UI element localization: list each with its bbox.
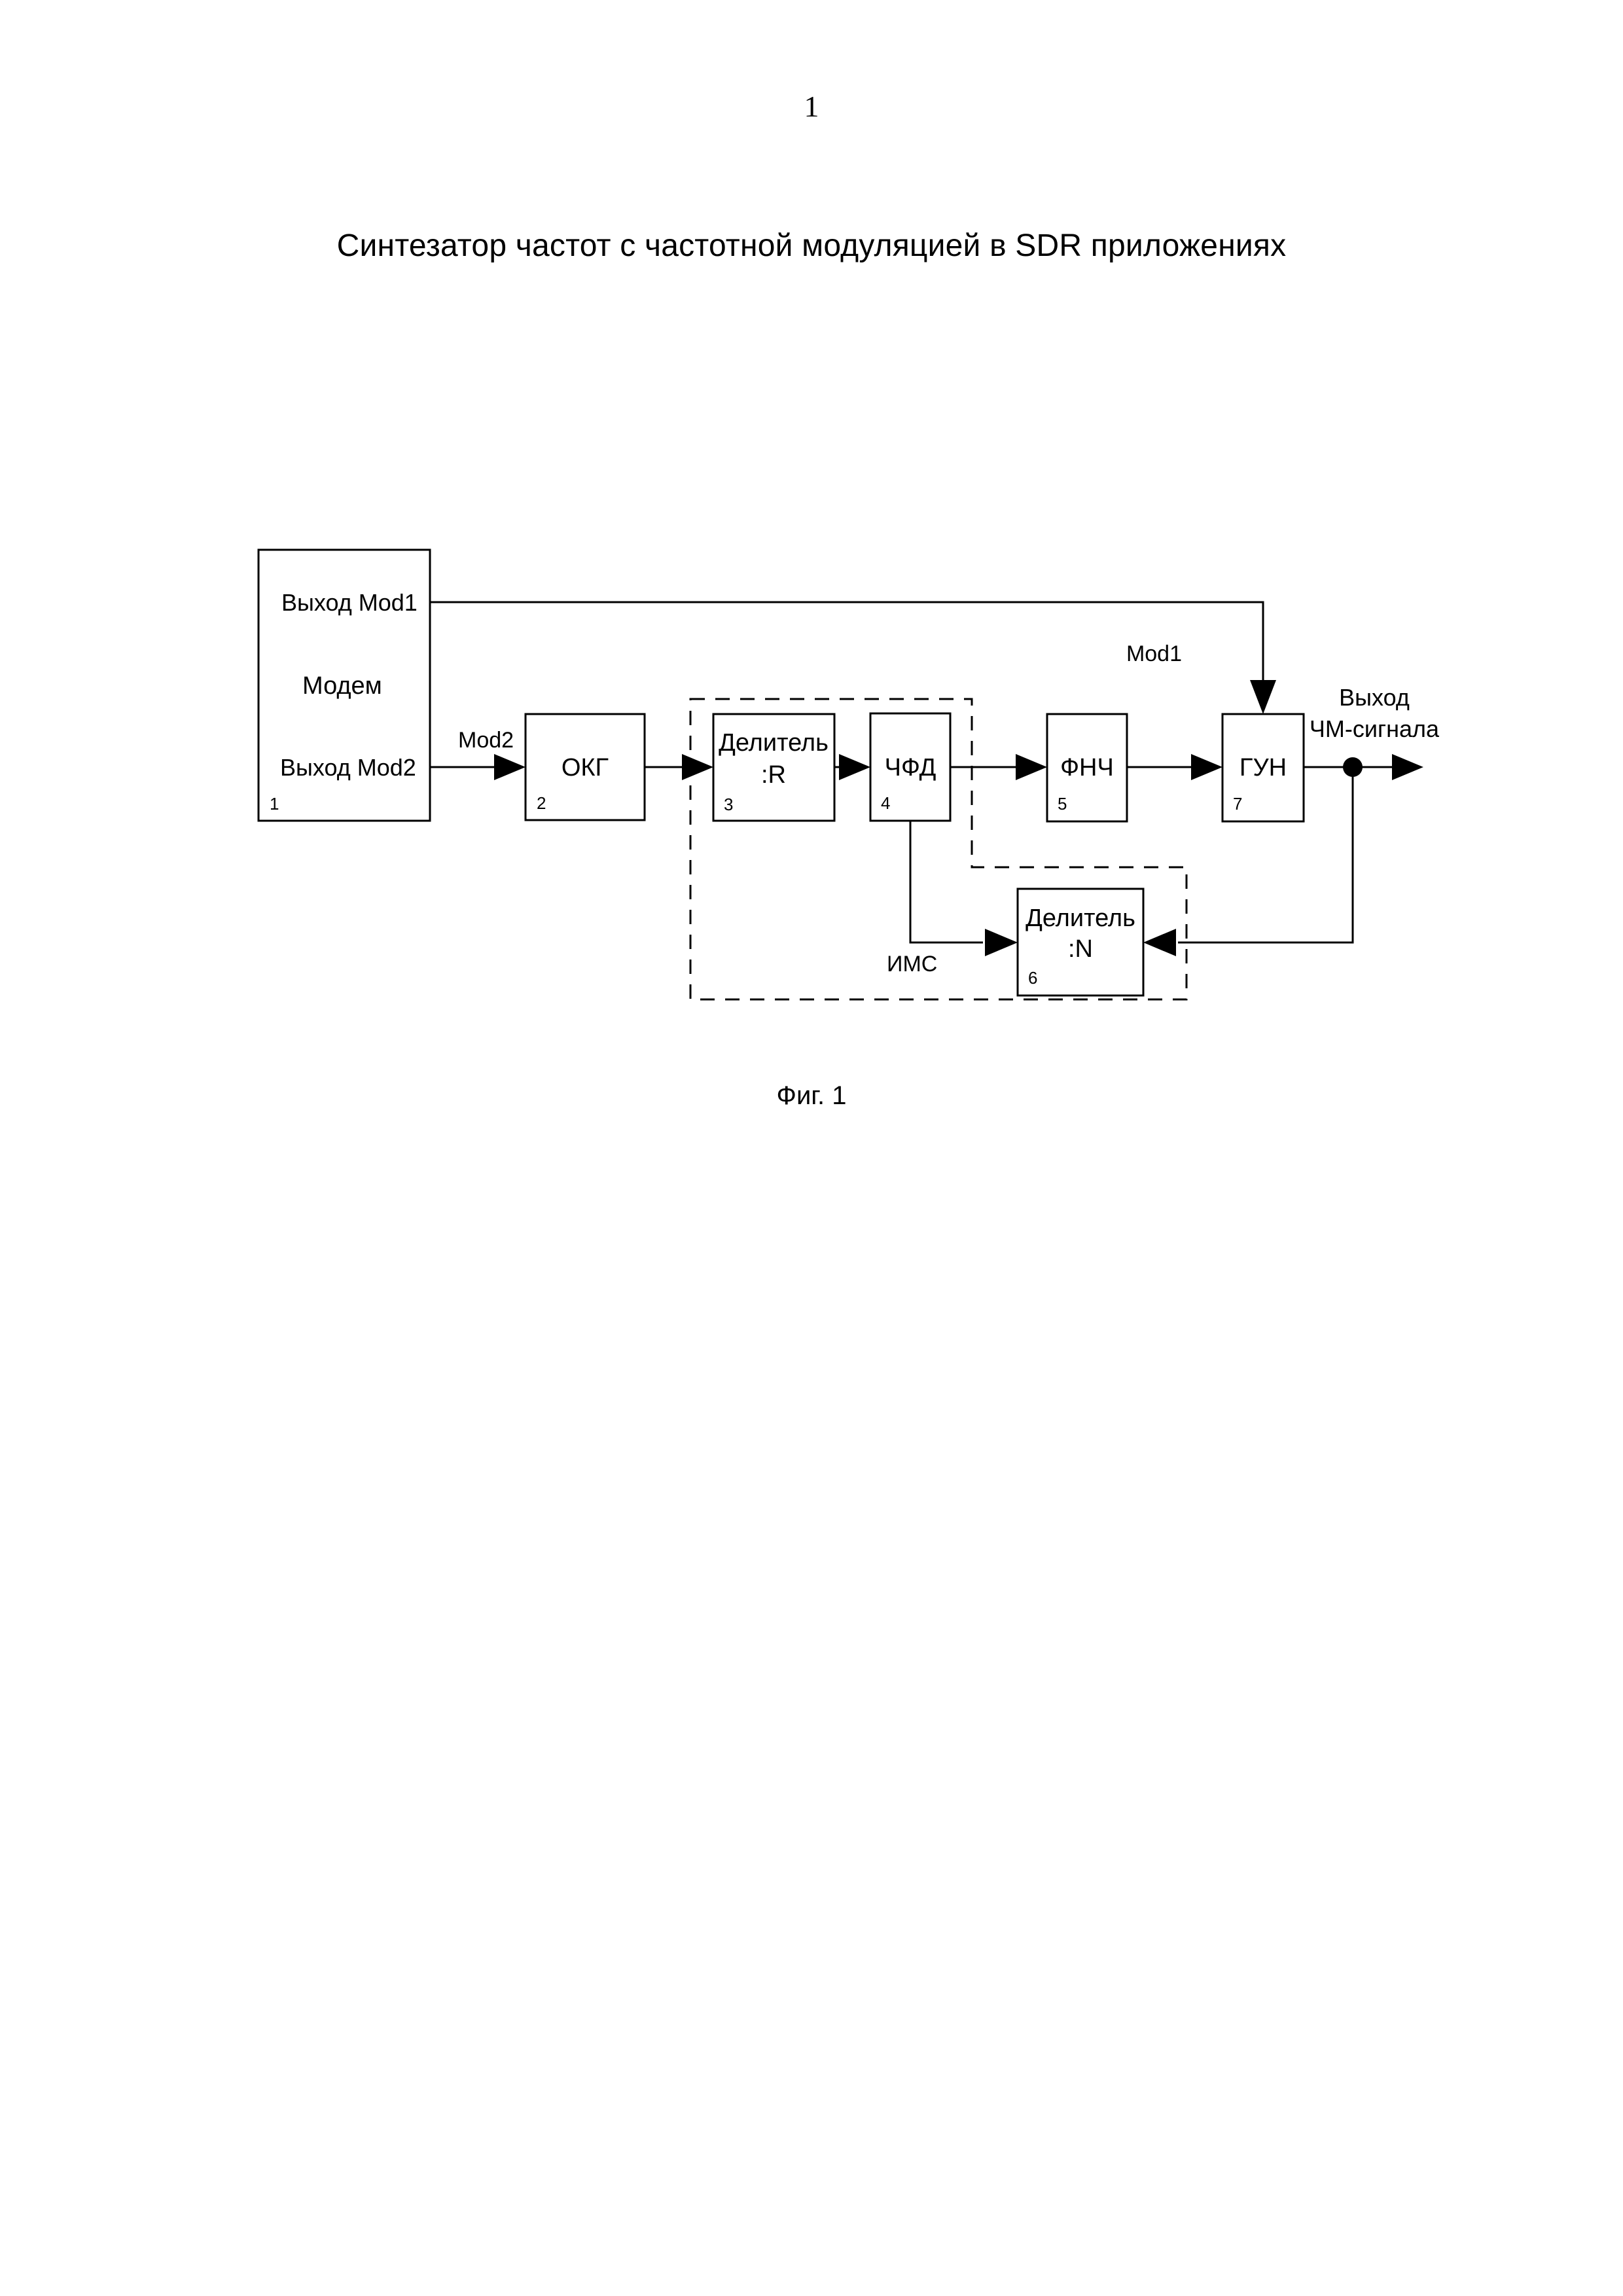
modem-port-mod2-label: Выход Mod2 bbox=[280, 754, 416, 781]
block-divider-r-label: Делитель bbox=[719, 729, 829, 757]
arrow-mod2-into-okg bbox=[494, 754, 526, 780]
arrow-into-lpf bbox=[1016, 754, 1047, 780]
arrow-mod1-into-vco bbox=[1250, 680, 1276, 714]
block-okg-label: ОКГ bbox=[562, 754, 609, 781]
block-pfd-label: ЧФД bbox=[885, 754, 936, 781]
arrow-fm-signal-out bbox=[1392, 754, 1423, 780]
arrow-into-vco bbox=[1191, 754, 1222, 780]
block-divider-n[interactable] bbox=[1016, 888, 1145, 997]
ims-group-label: ИМС bbox=[887, 952, 937, 977]
block-lpf-label: ФНЧ bbox=[1060, 754, 1114, 781]
block-divider-n-label2: :N bbox=[1068, 935, 1093, 963]
block-vco-number: 7 bbox=[1233, 794, 1242, 814]
output-label-line1: Выход bbox=[1339, 684, 1410, 711]
ims-group-boundary bbox=[689, 698, 1188, 1001]
block-divider-r-number: 3 bbox=[724, 795, 733, 814]
arrow-into-divider-n-right bbox=[1143, 929, 1176, 956]
page-title: Синтезатор частот с частотной модуляцией… bbox=[336, 228, 1287, 263]
wire-mod1-label: Mod1 bbox=[1126, 641, 1182, 666]
block-modem-label: Модем bbox=[302, 672, 382, 700]
block-vco-label: ГУН bbox=[1240, 754, 1287, 781]
page-number: 1 bbox=[804, 90, 819, 123]
block-modem-number: 1 bbox=[270, 794, 279, 814]
block-lpf-number: 5 bbox=[1058, 794, 1067, 814]
arrow-into-divider-r bbox=[682, 754, 713, 780]
wire-feedback-to-divider-n bbox=[1178, 767, 1354, 944]
arrow-into-pfd bbox=[839, 754, 870, 780]
block-okg-number: 2 bbox=[537, 793, 546, 813]
arrow-into-divider-n-left bbox=[985, 929, 1018, 956]
block-divider-n-number: 6 bbox=[1028, 968, 1037, 988]
block-divider-n-label: Делитель bbox=[1026, 905, 1135, 932]
wire-mod2-label: Mod2 bbox=[458, 728, 514, 753]
output-label-line2: ЧМ-сигнала bbox=[1310, 715, 1440, 742]
figure-caption: Фиг. 1 bbox=[776, 1081, 847, 1110]
block-lpf[interactable] bbox=[1046, 713, 1128, 823]
modem-port-mod1-label: Выход Mod1 bbox=[281, 589, 418, 616]
block-divider-r[interactable] bbox=[712, 713, 836, 822]
block-pfd-number: 4 bbox=[881, 793, 890, 813]
wire-divider-n-to-pfd bbox=[909, 821, 983, 944]
block-divider-r-label2: :R bbox=[761, 761, 786, 789]
wire-mod1 bbox=[430, 601, 1264, 694]
block-modem[interactable] bbox=[257, 548, 431, 822]
